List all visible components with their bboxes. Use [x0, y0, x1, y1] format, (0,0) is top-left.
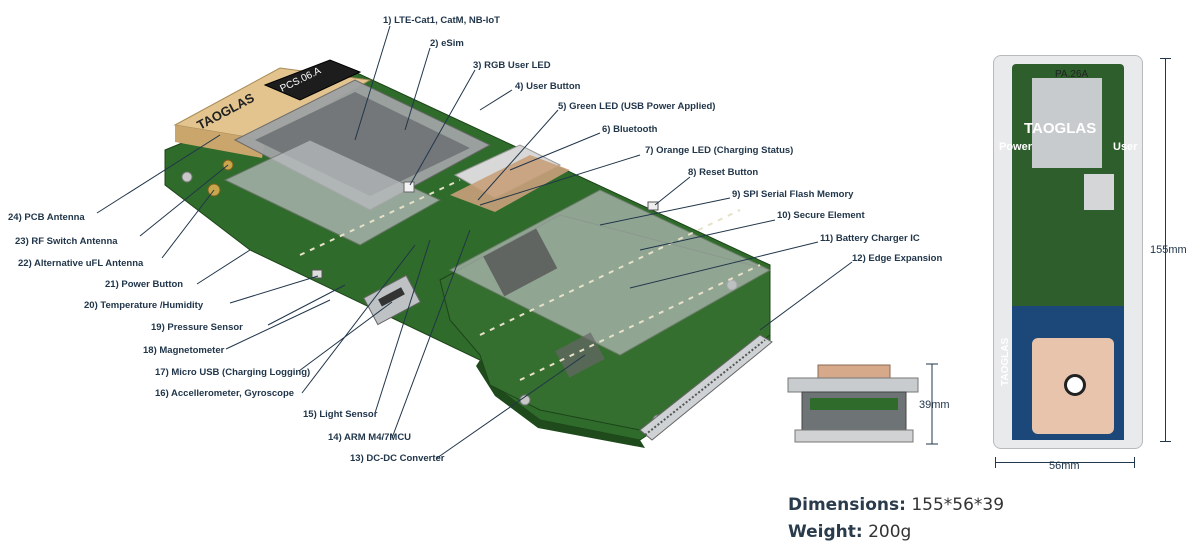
callout-15: 15) Light Sensor [303, 409, 378, 420]
lte-module [263, 59, 362, 101]
callout-13: 13) DC-DC Converter [350, 453, 445, 464]
callout-21: 21) Power Button [105, 279, 184, 290]
callout-11: 11) Battery Charger IC [820, 233, 920, 244]
dcdc-chip [555, 332, 605, 378]
callout-1: 1) LTE-Cat1, CatM, NB-IoT [383, 15, 500, 26]
callout-24: 24) PCB Antenna [8, 212, 85, 223]
weight-label: Weight: [788, 522, 863, 542]
callout-19: 19) Pressure Sensor [151, 322, 243, 333]
micro-usb-slot [378, 287, 405, 307]
power-button [311, 269, 323, 279]
edge-connector-pins [644, 339, 766, 436]
callout-4: 4) User Button [515, 81, 581, 92]
device-height-dim-tick-bottom [1160, 441, 1171, 442]
device-width-label: 56mm [1049, 460, 1080, 472]
lte-shield-inner [255, 92, 470, 196]
side-view-frame [787, 377, 919, 393]
gnss-brand: TAOGLAS [1000, 337, 1011, 386]
callout-14: 14) ARM M4/7MCU [328, 432, 412, 443]
weight-value: 200g [868, 522, 912, 542]
mcu-chip [483, 228, 558, 297]
callout-6: 6) Bluetooth [602, 124, 658, 135]
weight-spec: Weight: 200g [788, 522, 911, 542]
dimensions-value: 155*56*39 [911, 495, 1005, 515]
callout-9: 9) SPI Serial Flash Memory [732, 189, 854, 200]
reset-button [647, 201, 659, 211]
callout-18: 18) Magnetometer [143, 345, 225, 356]
callout-2: 2) eSim [430, 38, 464, 49]
device-power-label: Power [999, 141, 1033, 153]
side-view-base [794, 429, 914, 443]
side-view-board [810, 398, 898, 410]
sensor-shield-can [223, 139, 442, 246]
dimensions-spec: Dimensions: 155*56*39 [788, 495, 1004, 515]
device-width-dim-line [995, 462, 1135, 463]
device-height-label: 155mm [1150, 244, 1187, 256]
device-height-dim-line [1165, 58, 1166, 442]
leader-lines [96, 25, 853, 459]
callout-7: 7) Orange LED (Charging Status) [645, 145, 794, 156]
side-view [787, 363, 938, 445]
mounting-hole [181, 171, 193, 183]
rgb-led [403, 181, 415, 193]
pcb-antenna-side [175, 125, 265, 158]
callout-22: 22) Alternative uFL Antenna [18, 258, 144, 269]
device-bt-module [1084, 174, 1114, 210]
device-user-label: User [1113, 141, 1138, 153]
callout-20: 20) Temperature /Humidity [84, 300, 204, 311]
callout-17: 17) Micro USB (Charging Logging) [155, 367, 311, 378]
pad-row [479, 209, 741, 336]
callout-3: 3) RGB User LED [473, 60, 551, 71]
device-height-dim-tick-top [1160, 58, 1171, 59]
callout-5: 5) Green LED (USB Power Applied) [558, 101, 716, 112]
dimensions-label: Dimensions: [788, 495, 906, 515]
gnss-antenna-feed [1064, 374, 1086, 396]
callout-12: 12) Edge Expansion [852, 253, 943, 264]
callout-23: 23) RF Switch Antenna [15, 236, 118, 247]
device-width-dim-tick-left [995, 457, 996, 468]
callout-10: 10) Secure Element [777, 210, 865, 221]
device-enclosure [993, 55, 1143, 449]
callout-16: 16) Accellerometer, Gyroscope [155, 388, 295, 399]
device-brand: TAOGLAS [1024, 120, 1097, 137]
side-view-height-label: 39mm [919, 399, 950, 411]
device-width-dim-tick-right [1134, 457, 1135, 468]
pcb-edge [476, 360, 645, 448]
device-model: PA.26A [1055, 69, 1089, 80]
pad-row [299, 179, 461, 256]
callout-8: 8) Reset Button [688, 167, 759, 178]
device-module-shield [1032, 78, 1102, 168]
pad-row [519, 264, 761, 381]
